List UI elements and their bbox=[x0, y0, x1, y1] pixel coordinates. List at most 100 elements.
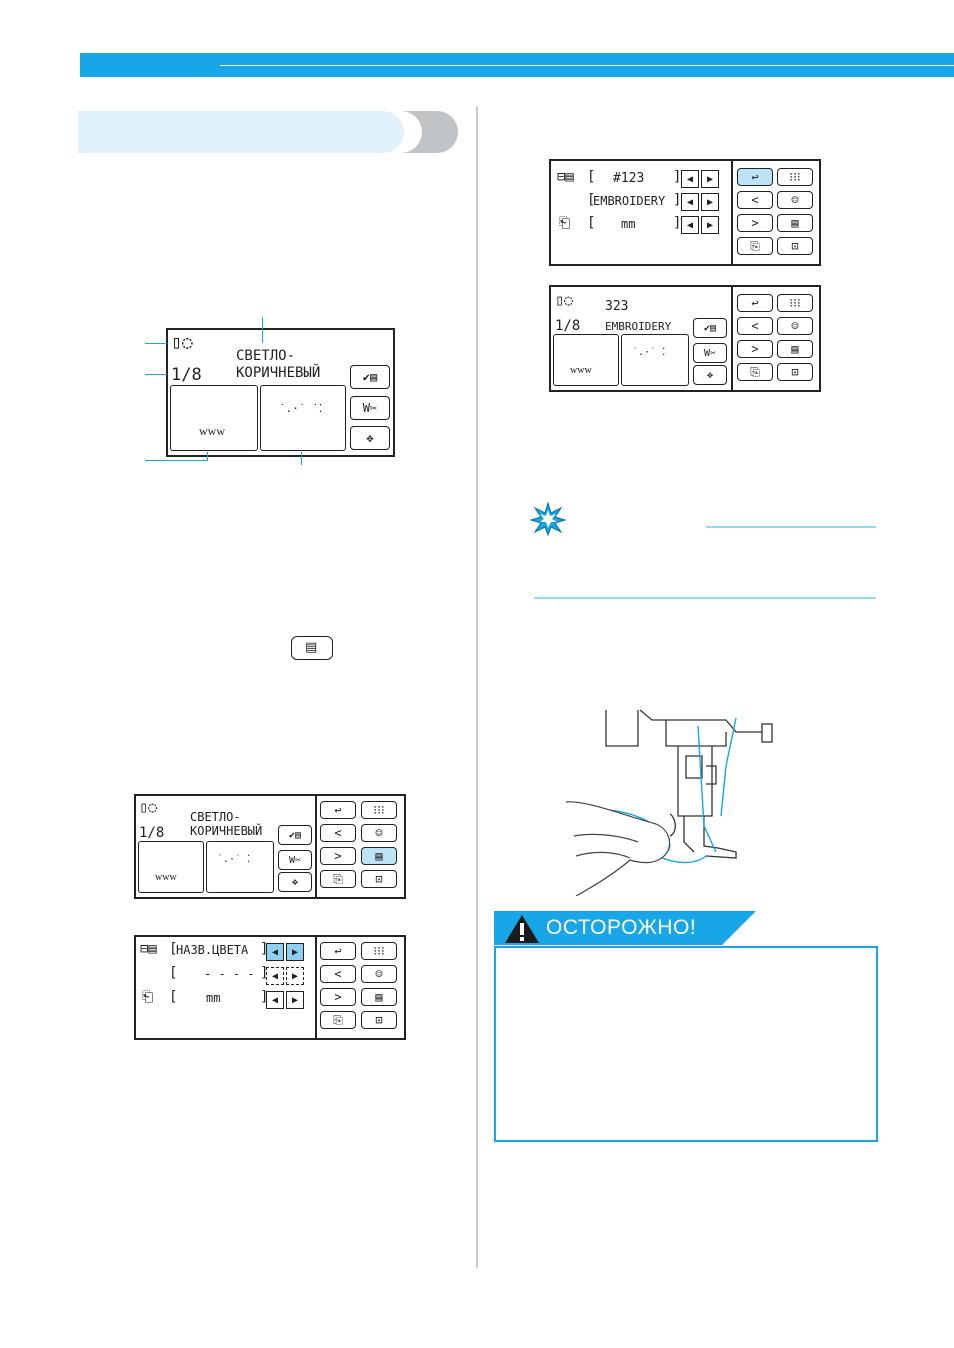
callout-leader-1 bbox=[145, 343, 167, 344]
memory-button[interactable]: ⎘ bbox=[320, 870, 356, 888]
move-button[interactable]: ✥ bbox=[278, 872, 312, 892]
unit-field: mm bbox=[621, 217, 636, 231]
thread-number-field: - - - - bbox=[204, 967, 255, 981]
unit-right-arrow[interactable]: ▶ bbox=[286, 991, 304, 1009]
number-right-arrow[interactable]: ▶ bbox=[286, 967, 304, 985]
move-button[interactable]: ✥ bbox=[693, 365, 727, 385]
lcd-screen-color-display: ▯◌ СВЕТЛО- КОРИЧНЕВЫЙ 1/8 ᴡᴡᴡ ˙.·˙ ˙⁚ ✔▤… bbox=[166, 328, 395, 457]
unit-left-arrow[interactable]: ◀ bbox=[681, 216, 699, 234]
preview-pattern: ˙.·˙ ⁚ bbox=[621, 334, 689, 386]
callout-leader-5 bbox=[301, 452, 302, 465]
preview-pattern: ˙.·˙ ˙⁚ bbox=[260, 385, 346, 451]
next-button[interactable]: > bbox=[320, 988, 356, 1006]
memory-button[interactable]: ⎘ bbox=[320, 1011, 356, 1029]
brand-right-arrow[interactable]: ▶ bbox=[286, 943, 304, 961]
preview-current-color: ᴡᴡᴡ bbox=[553, 334, 619, 386]
unit-right-arrow[interactable]: ▶ bbox=[701, 216, 719, 234]
stitch-cut-button[interactable]: W✂ bbox=[350, 396, 390, 420]
spool-icon: ▯◌ bbox=[139, 798, 158, 816]
spool-icon: ▯◌ bbox=[171, 332, 193, 353]
back-button[interactable]: ↩ bbox=[737, 168, 773, 186]
section-heading-bar bbox=[78, 111, 404, 153]
back-button[interactable]: ↩ bbox=[320, 801, 356, 819]
info-key-icon: ▤ bbox=[291, 636, 333, 660]
thread-number-field: #123 bbox=[613, 171, 645, 186]
next-button[interactable]: > bbox=[737, 214, 773, 232]
prev-button[interactable]: < bbox=[320, 824, 356, 842]
next-button[interactable]: > bbox=[737, 340, 773, 358]
thread-brand-field: НАЗВ.ЦВЕТА bbox=[176, 943, 249, 957]
hoop-button[interactable]: ⊡ bbox=[361, 1011, 397, 1029]
lcd-screen-settings-en: ⊟▤ [ #123 ] ◀ ▶ [ EMBROIDERY ] ◀ ▶ ⎗ [ m… bbox=[549, 159, 821, 266]
caution-title: ОСТОРОЖНО! bbox=[546, 916, 697, 939]
number-left-arrow[interactable]: ◀ bbox=[266, 967, 284, 985]
pattern-thumb-icon: ᴡᴡᴡ bbox=[155, 872, 177, 883]
stitch-mode-button[interactable]: ⁝⁝⁝ bbox=[361, 801, 397, 819]
color-count: 1/8 bbox=[171, 365, 202, 385]
callout-leader-4 bbox=[262, 317, 263, 343]
lcd-screen-color-number: ▯◌ 323 1/8 EMBROIDERY ᴡᴡᴡ ˙.·˙ ⁚ ✔▤ W✂ ✥… bbox=[549, 285, 821, 392]
face-button[interactable]: ☺ bbox=[777, 317, 813, 335]
stitch-mode-button[interactable]: ⁝⁝⁝ bbox=[361, 942, 397, 960]
face-button[interactable]: ☺ bbox=[777, 191, 813, 209]
color-count: 1/8 bbox=[555, 318, 581, 334]
face-button[interactable]: ☺ bbox=[361, 965, 397, 983]
info-button[interactable]: ▤ bbox=[777, 340, 813, 358]
number-right-arrow[interactable]: ▶ bbox=[701, 170, 719, 188]
move-button[interactable]: ✥ bbox=[350, 426, 390, 450]
prev-button[interactable]: < bbox=[737, 191, 773, 209]
lcd-screen-color-list: ▯◌ СВЕТЛО- КОРИЧНЕВЫЙ 1/8 ᴡᴡᴡ ˙.·˙ ⁚ ✔▤ … bbox=[134, 794, 406, 899]
warning-icon bbox=[505, 915, 539, 943]
brand-right-arrow[interactable]: ▶ bbox=[701, 193, 719, 211]
stitch-cut-button[interactable]: W✂ bbox=[693, 343, 727, 363]
hoop-button[interactable]: ⊡ bbox=[361, 870, 397, 888]
info-button[interactable]: ▤ bbox=[361, 847, 397, 865]
note-rule-bottom bbox=[534, 597, 876, 599]
preview-current-color: ᴡᴡᴡ bbox=[170, 385, 258, 451]
brand-left-arrow[interactable]: ◀ bbox=[681, 193, 699, 211]
color-check-button[interactable]: ✔▤ bbox=[693, 318, 727, 338]
callout-leader-3 bbox=[145, 460, 207, 461]
next-button[interactable]: > bbox=[320, 847, 356, 865]
stitch-mode-button[interactable]: ⁝⁝⁝ bbox=[777, 168, 813, 186]
hoop-button[interactable]: ⊡ bbox=[777, 237, 813, 255]
thread-icon: ⊟▤ bbox=[140, 941, 157, 957]
back-button[interactable]: ↩ bbox=[737, 294, 773, 312]
brand-left-arrow[interactable]: ◀ bbox=[266, 943, 284, 961]
thread-brand-field: EMBROIDERY bbox=[593, 194, 666, 208]
header-band-line bbox=[220, 65, 954, 66]
memory-button[interactable]: ⎘ bbox=[737, 363, 773, 381]
thread-number: 323 bbox=[605, 299, 629, 314]
note-star-icon bbox=[530, 502, 566, 536]
color-name-line2: КОРИЧНЕВЫЙ bbox=[190, 824, 263, 838]
prev-button[interactable]: < bbox=[737, 317, 773, 335]
thread-icon: ⊟▤ bbox=[557, 169, 574, 185]
pattern-dots-icon: ˙.·˙ ˙⁚ bbox=[279, 402, 323, 415]
prev-button[interactable]: < bbox=[320, 965, 356, 983]
pattern-thumb-icon: ᴡᴡᴡ bbox=[570, 365, 592, 376]
lcd-screen-settings-ru: ⊟▤ [ НАЗВ.ЦВЕТА ] ◀ ▶ [ - - - - ] ◀ ▶ ⎗ … bbox=[134, 935, 406, 1040]
unit-left-arrow[interactable]: ◀ bbox=[266, 991, 284, 1009]
hoop-button[interactable]: ⊡ bbox=[777, 363, 813, 381]
memory-button[interactable]: ⎘ bbox=[737, 237, 773, 255]
unit-icon: ⎗ bbox=[142, 989, 154, 1005]
thread-brand: EMBROIDERY bbox=[605, 320, 672, 333]
stitch-mode-button[interactable]: ⁝⁝⁝ bbox=[777, 294, 813, 312]
stitch-cut-button[interactable]: W✂ bbox=[278, 850, 312, 870]
info-button[interactable]: ▤ bbox=[361, 988, 397, 1006]
info-button[interactable]: ▤ bbox=[777, 214, 813, 232]
number-left-arrow[interactable]: ◀ bbox=[681, 170, 699, 188]
color-name-line1: СВЕТЛО- bbox=[190, 810, 241, 824]
unit-field: mm bbox=[206, 991, 221, 1005]
preview-pattern: ˙.·˙ ⁚ bbox=[206, 841, 274, 893]
unit-icon: ⎗ bbox=[559, 215, 571, 231]
color-check-button[interactable]: ✔▤ bbox=[278, 825, 312, 845]
column-divider bbox=[476, 106, 478, 1268]
preview-current-color: ᴡᴡᴡ bbox=[138, 841, 204, 893]
callout-leader-2 bbox=[145, 374, 167, 375]
face-button[interactable]: ☺ bbox=[361, 824, 397, 842]
pattern-dots-icon: ˙.·˙ ⁚ bbox=[217, 854, 251, 865]
back-button[interactable]: ↩ bbox=[320, 942, 356, 960]
note-rule-top bbox=[706, 526, 876, 528]
color-check-button[interactable]: ✔▤ bbox=[350, 365, 390, 389]
